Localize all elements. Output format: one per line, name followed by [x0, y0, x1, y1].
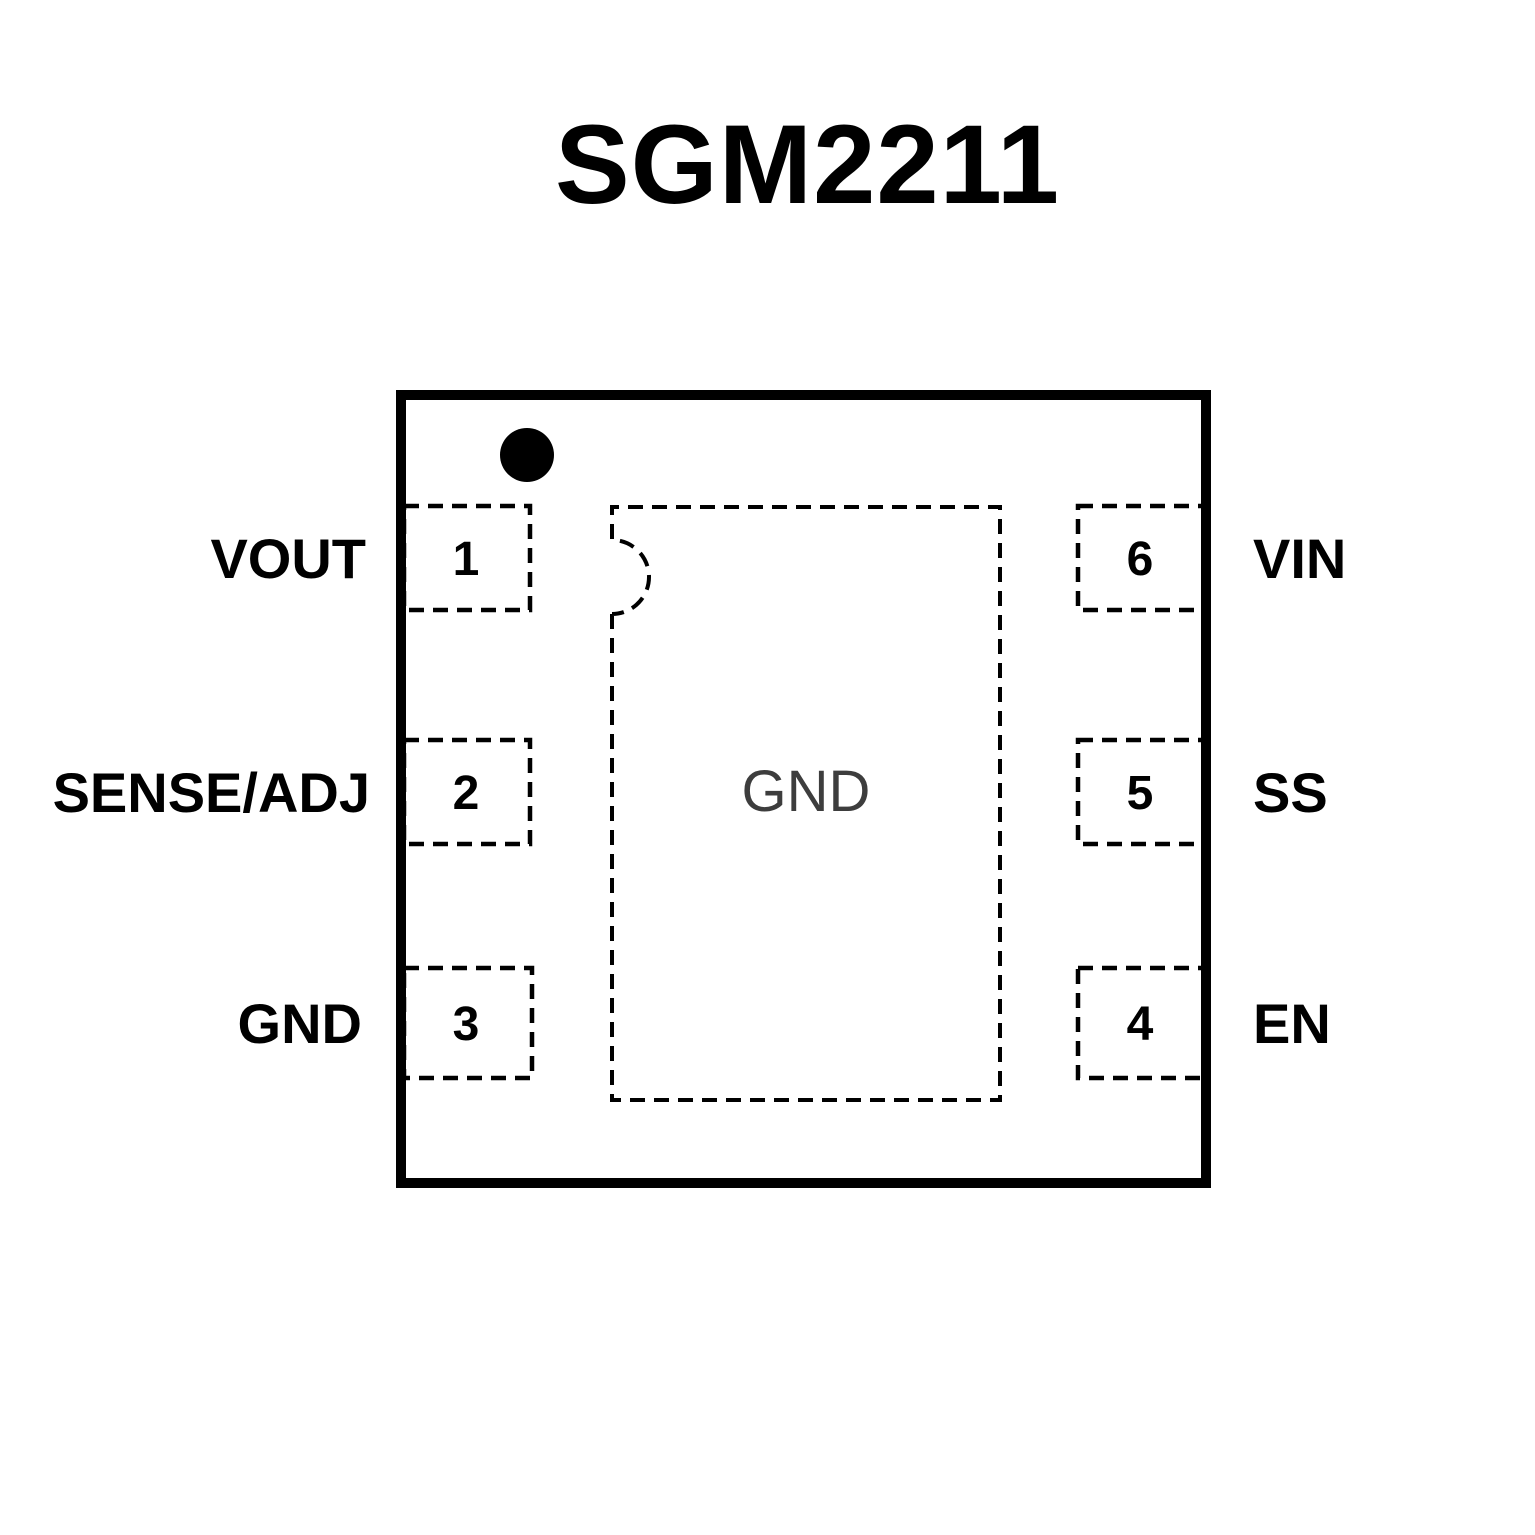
pin-label-ss: SS	[1253, 761, 1328, 824]
pin-number-5: 5	[1127, 767, 1154, 820]
pin1-marker-dot	[500, 428, 554, 482]
pin-label-gnd: GND	[238, 992, 362, 1055]
pin-box-6	[1075, 503, 1207, 613]
pin-label-vout: VOUT	[210, 527, 366, 590]
pin-number-1: 1	[453, 533, 480, 586]
pin-number-4: 4	[1127, 998, 1154, 1051]
pin-number-6: 6	[1127, 533, 1154, 586]
chip-body	[396, 390, 1211, 1188]
chip-title: SGM2211	[554, 102, 1061, 227]
pin-box-4	[1075, 965, 1207, 1081]
pin-number-2: 2	[453, 767, 480, 820]
pin-label-en: EN	[1253, 992, 1331, 1055]
thermal-pad	[610, 505, 1002, 1102]
pin-box-5	[1075, 737, 1207, 847]
pin-box-2	[401, 737, 533, 847]
pin-box-3	[401, 965, 535, 1081]
pin-label-vin: VIN	[1253, 527, 1346, 590]
pin-box-1	[401, 503, 533, 613]
thermal-pad-label: GND	[742, 759, 871, 824]
pin-number-3: 3	[453, 998, 480, 1051]
pin-label-sense-adj: SENSE/ADJ	[53, 761, 370, 824]
